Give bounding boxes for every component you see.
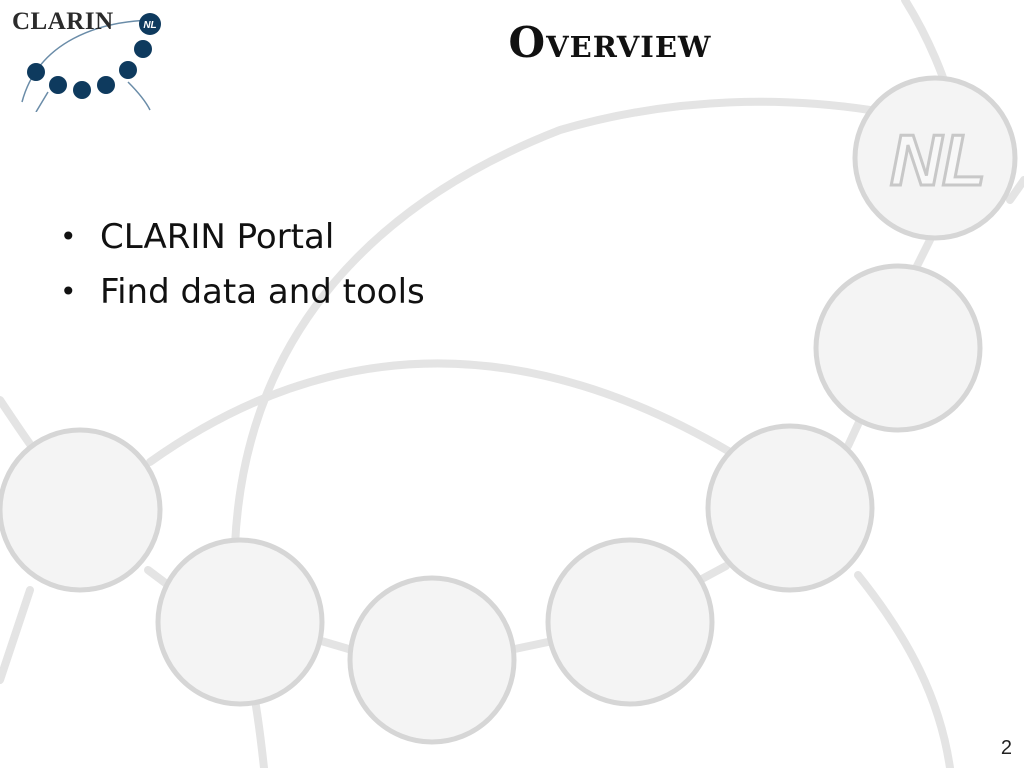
bullet-dot-icon: • (60, 220, 77, 253)
bg-arc-inner (146, 359, 734, 466)
logo-graphic: NL (21, 13, 161, 112)
bg-arc-right-low (844, 416, 864, 450)
logo-nl-dot (139, 13, 161, 35)
bg-arc-outer (231, 97, 874, 549)
bg-circle-mid-right (705, 423, 875, 593)
bullet-text: Find data and tools (100, 272, 425, 312)
logo-nl-text: NL (143, 20, 156, 31)
logo-dot (97, 76, 115, 94)
bg-link-4 (696, 562, 730, 584)
clarin-nl-logo: NL CLARIN (8, 2, 178, 112)
logo-dot (119, 61, 137, 79)
bg-link-2 (314, 636, 356, 654)
page-number: 2 (1000, 737, 1012, 759)
bg-link-5 (1006, 176, 1024, 204)
logo-dot (134, 40, 152, 58)
logo-wordmark: CLARIN (12, 8, 114, 35)
bg-circle-bottom-2 (347, 575, 517, 745)
bg-link-1 (144, 566, 172, 589)
bullet-list: • CLARIN Portal • Find data and tools (60, 212, 425, 322)
bullet-dot-icon: • (60, 275, 77, 308)
bg-circle-bottom-1 (155, 537, 325, 707)
bg-circle-bottom-3 (545, 537, 715, 707)
bullet-text: CLARIN Portal (100, 217, 335, 257)
bullet-item: • CLARIN Portal (60, 212, 425, 267)
bg-circle-nl (852, 75, 1018, 241)
bg-arc-right-mid (911, 236, 934, 274)
logo-arc-2 (35, 91, 49, 112)
logo-arc (21, 19, 159, 103)
bg-arc-bottom-right (854, 571, 954, 768)
bg-circle-left (0, 427, 163, 593)
bg-circle-right (813, 263, 983, 433)
logo-dot (49, 76, 67, 94)
bg-arc-left-low (0, 586, 34, 684)
logo-dot (73, 81, 91, 99)
bullet-item: • Find data and tools (60, 267, 425, 322)
bg-arc-bottom (251, 696, 268, 768)
bg-link-3 (506, 638, 552, 654)
bg-nl-text: NL (890, 121, 986, 201)
slide-title: Overview (508, 18, 712, 67)
logo-arc-3 (127, 81, 151, 111)
logo-dot (27, 63, 45, 81)
